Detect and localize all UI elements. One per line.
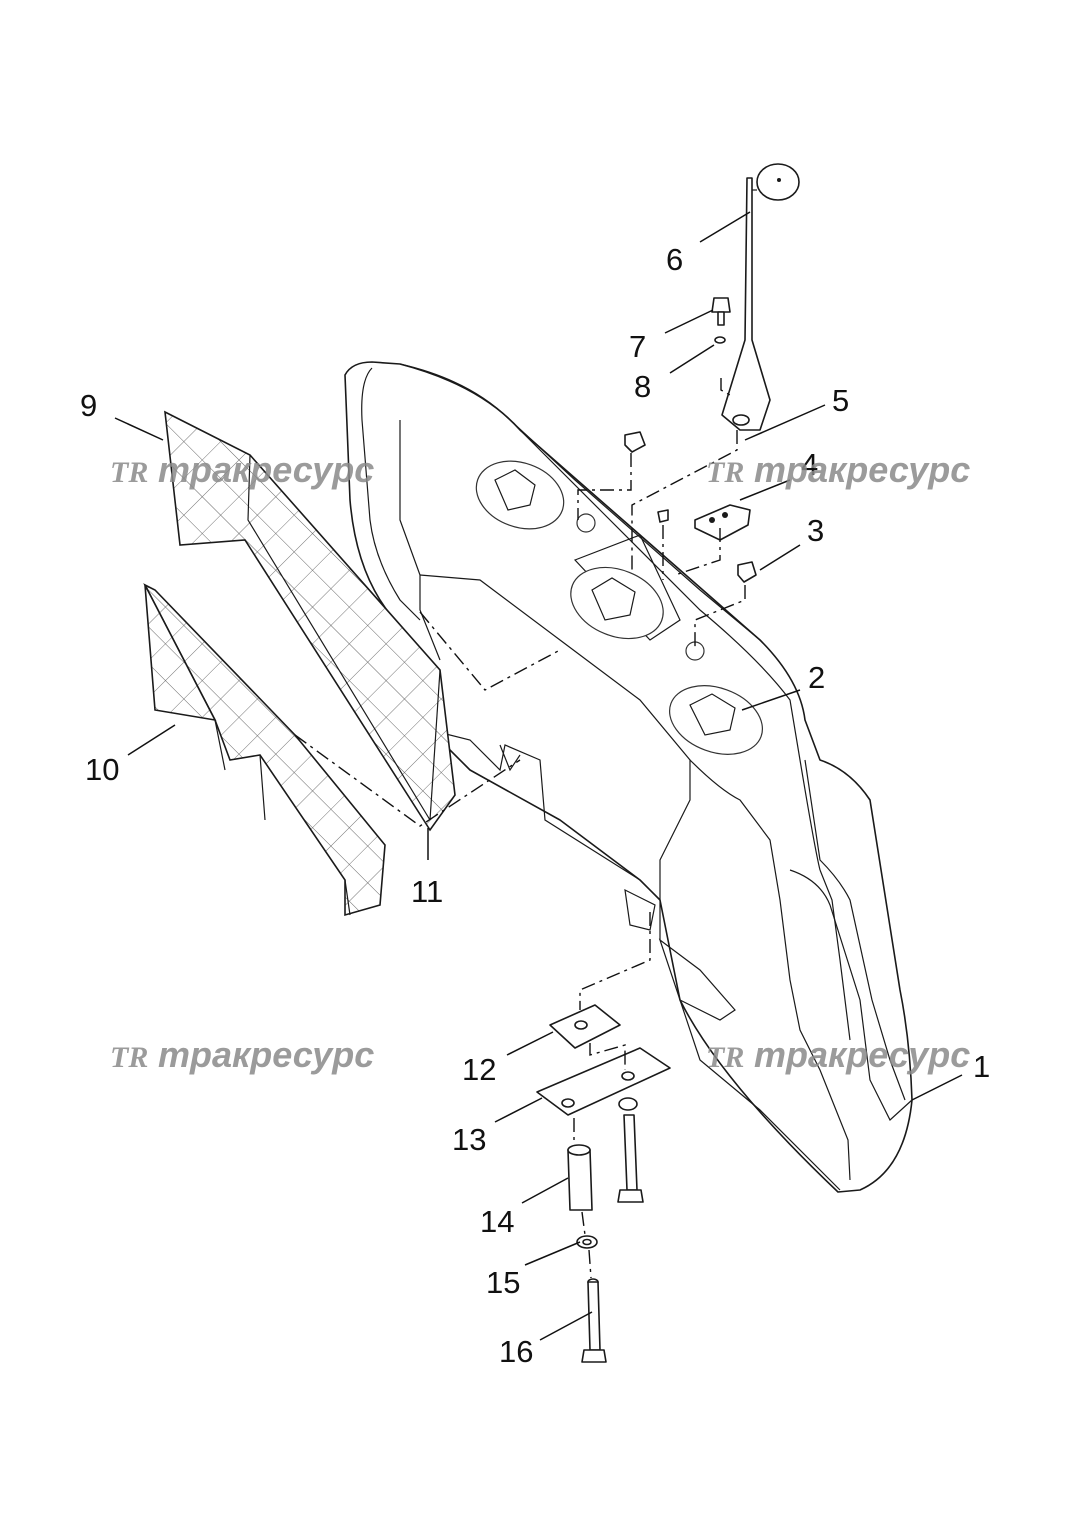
cap-fastener-part-3 — [737, 561, 757, 583]
callout-1: 1 — [973, 1049, 990, 1084]
watermark-brand: тракресурс — [158, 1034, 374, 1075]
bracket-part-4 — [657, 504, 751, 541]
callout-13: 13 — [452, 1122, 486, 1157]
watermark-logo: TR — [706, 456, 744, 489]
watermark-top-right: TR тракресурс — [706, 449, 970, 490]
bolt-right — [617, 1097, 644, 1203]
callout-12: 12 — [462, 1052, 496, 1087]
cap-fastener-left — [624, 431, 646, 453]
mesh-panel-part-10 — [143, 583, 386, 917]
callout-10: 10 — [85, 752, 119, 787]
bolt-part-7 — [711, 297, 731, 326]
assembly-lines — [294, 378, 746, 1279]
watermark-bottom-left: TR тракресурс — [110, 1034, 374, 1075]
callout-4: 4 — [801, 447, 818, 482]
watermark-logo: TR — [110, 456, 148, 489]
callout-11: 11 — [411, 874, 443, 909]
spacer-part-14 — [567, 1144, 593, 1211]
watermark-brand: тракресурс — [754, 1034, 970, 1075]
callout-15: 15 — [486, 1265, 520, 1300]
callout-2: 2 — [808, 660, 825, 695]
leader-lines — [114, 211, 963, 1341]
callout-14: 14 — [480, 1204, 514, 1239]
mirror-assembly-part-6 — [721, 163, 800, 431]
callout-7: 7 — [629, 329, 646, 364]
watermark-top-left: TR тракресурс — [110, 449, 374, 490]
washer-part-15 — [576, 1235, 598, 1249]
callout-16: 16 — [499, 1334, 533, 1369]
mesh-panel-part-9 — [164, 410, 456, 832]
callout-6: 6 — [666, 242, 683, 277]
plate-part-13 — [536, 1047, 671, 1116]
callout-9: 9 — [80, 388, 97, 423]
callout-5: 5 — [832, 383, 849, 418]
callout-labels: 1 2 3 4 5 6 7 8 9 10 11 12 13 14 15 16 — [80, 242, 990, 1369]
watermark-brand: тракресурс — [158, 449, 374, 490]
watermark-logo: TR — [110, 1041, 148, 1074]
bolt-part-16 — [581, 1278, 607, 1363]
watermark-bottom-right: TR тракресурс — [706, 1034, 970, 1075]
plate-part-12 — [549, 1004, 621, 1049]
watermark-brand: тракресурс — [754, 449, 970, 490]
callout-3: 3 — [807, 513, 824, 548]
watermark-logo: TR — [706, 1041, 744, 1074]
washer-part-8 — [714, 336, 726, 344]
callout-8: 8 — [634, 369, 651, 404]
guard-body-part-1 — [344, 361, 913, 1193]
